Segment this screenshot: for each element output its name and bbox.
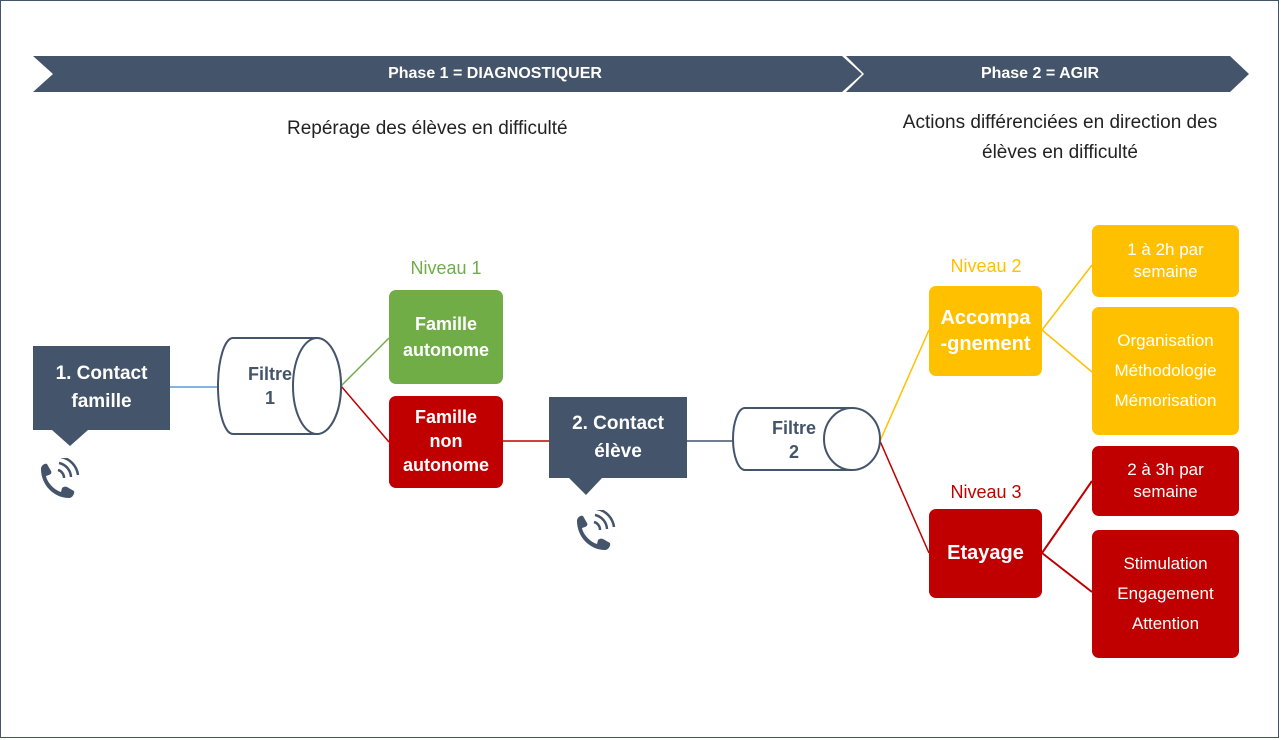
filtre2-line: Filtre (771, 417, 816, 438)
accompagnement-line: -gnement (940, 333, 1031, 355)
connector-niveau2-items (1041, 329, 1093, 373)
filtre1-cylinder (217, 337, 342, 435)
phone-ringing-icon (570, 507, 622, 562)
phone-ringing-icon (34, 455, 86, 510)
connector-filtre1-nonautonome (340, 385, 390, 443)
connector-niveau2-time (1041, 264, 1093, 331)
accompagnement-box: Accompa -gnement (929, 286, 1042, 376)
phase2-label: Phase 2 = AGIR (980, 65, 1100, 82)
contact-famille-text: 1. Contact famille (33, 346, 170, 430)
famille-autonome-line: autonome (402, 340, 489, 360)
phase1-description: Repérage des élèves en difficulté (287, 118, 568, 139)
niveau3-item: Attention (1131, 613, 1200, 633)
contact-famille-line: 1. Contact (55, 363, 148, 385)
niveau2-items-box: Organisation Méthodologie Mémorisation (1092, 307, 1239, 435)
connector-niveau3-items (1041, 552, 1093, 593)
accompagnement-line: Accompa (940, 307, 1031, 329)
famille-autonome-box: Famille autonome (389, 290, 503, 384)
niveau3-time-line: semaine (1133, 482, 1198, 501)
famille-non-autonome-line: Famille (414, 407, 478, 428)
contact-eleve-line: 2. Contact (572, 412, 664, 434)
niveau3-item: Stimulation (1123, 554, 1208, 574)
filtre1-label: Filtre 1 (225, 348, 315, 424)
contact-eleve-text: 2. Contact élève (549, 397, 687, 478)
famille-autonome-line: Famille (414, 313, 478, 334)
niveau3-item: Engagement (1117, 584, 1214, 604)
niveau3-time-box: 2 à 3h par semaine (1092, 446, 1239, 516)
phase2-description: Actions différenciées en direction des é… (850, 108, 1270, 169)
filtre2-label: Filtre 2 (748, 410, 840, 470)
connector-filtre2-niveau3 (879, 440, 930, 554)
niveau2-item: Mémorisation (1114, 390, 1217, 410)
filtre2-cylinder (732, 407, 881, 471)
phase1-label: Phase 1 = DIAGNOSTIQUER (388, 65, 602, 82)
niveau2-item: Organisation (1117, 331, 1214, 351)
phase2-description-line: Actions différenciées en direction des (902, 112, 1218, 133)
phase1-arrow (33, 56, 862, 92)
famille-non-autonome-box: Famille non autonome (389, 396, 503, 488)
niveau3-label: Niveau 3 (950, 482, 1022, 502)
famille-non-autonome-line: autonome (402, 454, 489, 475)
niveau3-time-line: 2 à 3h par (1127, 459, 1204, 479)
filtre1-line: Filtre (247, 363, 292, 384)
contact-famille-line: famille (71, 391, 132, 412)
famille-non-autonome-line: non (429, 431, 463, 452)
connector-filtre2-niveau2 (879, 329, 930, 442)
niveau2-label: Niveau 2 (950, 256, 1022, 276)
filtre2-line: 2 (788, 442, 799, 462)
niveau2-time-line: 1 à 2h par (1127, 239, 1204, 259)
niveau2-time-box: 1 à 2h par semaine (1092, 225, 1239, 297)
connector-niveau3-time (1041, 480, 1093, 554)
niveau2-time-line: semaine (1133, 262, 1198, 281)
contact-eleve-line: élève (594, 440, 642, 462)
niveau1-label: Niveau 1 (410, 258, 482, 278)
etayage-box: Etayage (929, 509, 1042, 598)
niveau3-items-box: Stimulation Engagement Attention (1092, 530, 1239, 658)
contact-eleve-callout (549, 397, 687, 495)
phase2-description-line: élèves en difficulté (982, 142, 1138, 164)
filtre1-line: 1 (264, 388, 275, 408)
contact-famille-callout (33, 346, 170, 446)
connector-filtre1-autonome (340, 337, 390, 387)
niveau2-item: Méthodologie (1114, 361, 1217, 381)
phase2-arrow (846, 56, 1249, 92)
